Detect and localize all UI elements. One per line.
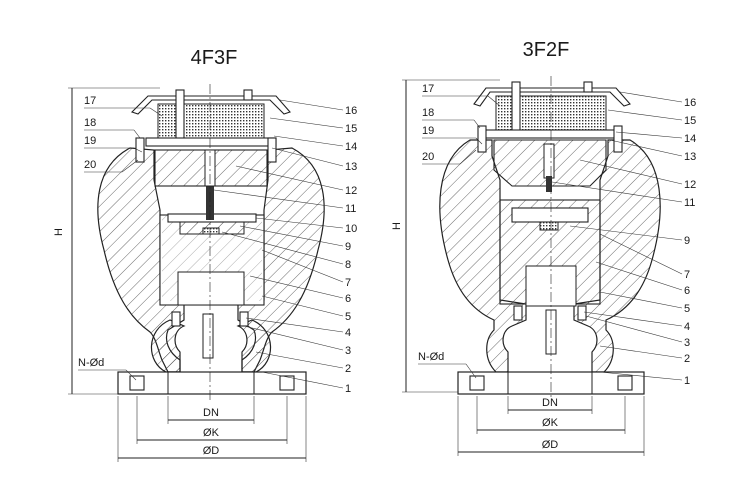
callout-1: 1 (345, 383, 351, 395)
callout-11: 11 (345, 203, 356, 215)
side-bolt (267, 137, 277, 163)
dim-dn: DN (203, 407, 219, 419)
side-bolt (477, 125, 487, 153)
callout-12: 12 (684, 179, 696, 191)
dim-height: H (53, 228, 65, 236)
callout-6: 6 (684, 285, 690, 297)
spring (202, 227, 220, 235)
outlet-pin (202, 313, 214, 359)
bolt-hole (469, 375, 485, 391)
callouts-left: 17 18 19 20 (84, 95, 163, 173)
callout-17: 17 (84, 95, 96, 107)
callout-13: 13 (684, 151, 696, 163)
callout-14: 14 (345, 141, 357, 153)
cap-bolt (175, 89, 185, 141)
callout-9: 9 (345, 241, 351, 253)
valve-title: 4F3F (191, 47, 238, 69)
callout-18: 18 (84, 117, 96, 129)
callout-7: 7 (684, 269, 690, 281)
clamp-right (577, 305, 587, 321)
callout-19: 19 (422, 125, 434, 137)
hood (473, 87, 631, 107)
base-flange (117, 371, 307, 395)
dim-k: ØK (542, 417, 559, 429)
dim-d: ØD (542, 439, 559, 451)
callout-15: 15 (684, 115, 696, 127)
clamp-left (513, 305, 523, 321)
cap-bolt (511, 81, 521, 133)
valve-disc (511, 207, 589, 223)
dim-height: H (391, 222, 403, 230)
callout-10: 10 (345, 223, 357, 235)
float-inner (177, 271, 245, 306)
callout-3: 3 (345, 345, 351, 357)
valve-body-right (573, 139, 661, 373)
callout-20: 20 (422, 151, 434, 163)
callout-15: 15 (345, 123, 357, 135)
spindle (206, 186, 214, 220)
dim-holes: N-Ød (78, 357, 104, 369)
callout-5: 5 (345, 311, 351, 323)
side-bolt (613, 125, 623, 153)
callout-16: 16 (684, 97, 696, 109)
callout-20: 20 (84, 159, 96, 171)
dim-holes: N-Ød (418, 351, 444, 363)
callout-2: 2 (345, 363, 351, 375)
callout-18: 18 (422, 107, 434, 119)
callout-1: 1 (684, 375, 690, 387)
callout-16: 16 (345, 105, 357, 117)
callouts-left: 17 18 19 20 (422, 83, 501, 165)
valve-title: 3F2F (523, 39, 570, 61)
callouts-right: 16 15 14 13 12 11 9 7 6 5 4 3 2 1 (551, 91, 696, 387)
cover-plate (145, 137, 277, 147)
callout-6: 6 (345, 293, 351, 305)
clamp-left (171, 311, 181, 327)
cover-boss (204, 149, 216, 187)
side-bolt (135, 137, 145, 163)
bolt-hole (129, 375, 145, 391)
callout-12: 12 (345, 185, 357, 197)
hood (130, 95, 291, 115)
callout-11: 11 (684, 197, 695, 209)
dim-dn: DN (542, 397, 558, 409)
cap-nut (243, 89, 253, 101)
callout-4: 4 (345, 327, 351, 339)
flame-screen (157, 103, 265, 139)
callout-2: 2 (684, 353, 690, 365)
dim-k: ØK (203, 427, 220, 439)
callout-13: 13 (345, 161, 357, 173)
dim-d: ØD (203, 445, 220, 457)
cover-boss (543, 143, 555, 179)
callouts-right: 16 15 14 13 12 11 10 9 8 7 6 5 4 3 2 1 (213, 99, 357, 395)
callout-8: 8 (345, 259, 351, 271)
callout-7: 7 (345, 277, 351, 289)
spindle (546, 176, 552, 192)
leader (125, 369, 137, 381)
callout-9: 9 (684, 235, 690, 247)
valve-body (439, 139, 527, 373)
clamp-right (239, 311, 249, 327)
callout-17: 17 (422, 83, 434, 95)
bolt-hole (617, 375, 633, 391)
callout-19: 19 (84, 135, 96, 147)
spring (539, 221, 559, 231)
callout-14: 14 (684, 133, 696, 145)
valve-4f3f: 4F3F (53, 47, 357, 462)
bolt-hole (279, 375, 295, 391)
valve-3f2f: 3F2F H N-Ød DN (391, 39, 696, 456)
callout-3: 3 (684, 337, 690, 349)
callout-5: 5 (684, 303, 690, 315)
cap-nut (583, 81, 593, 93)
callout-4: 4 (684, 321, 690, 333)
